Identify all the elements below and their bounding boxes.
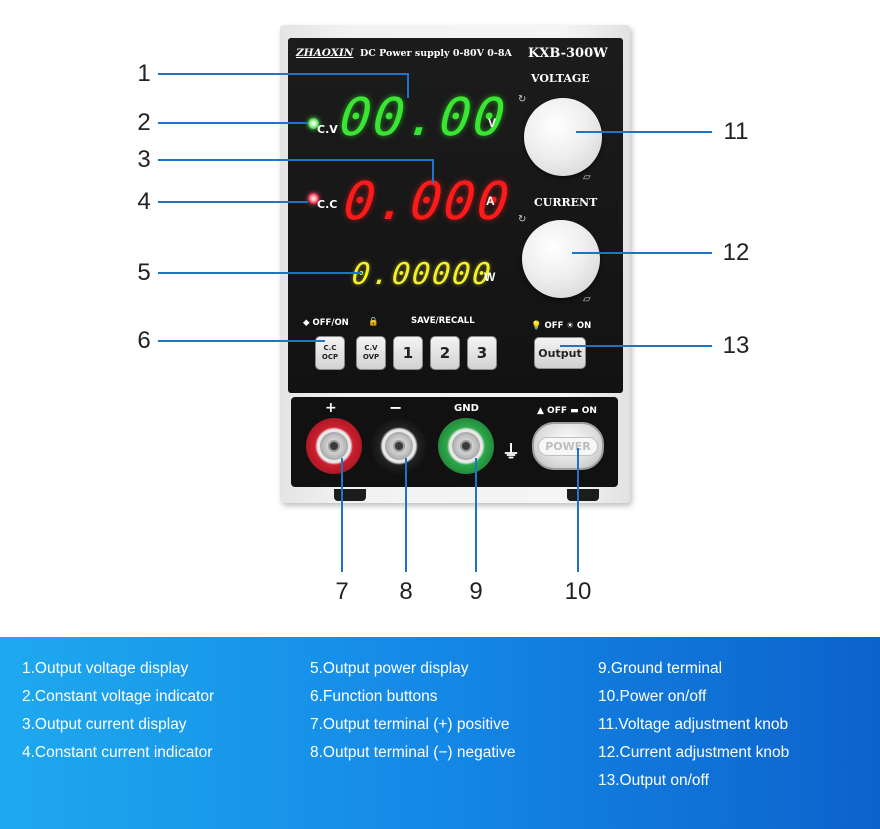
current-adjustment-knob[interactable]	[522, 220, 600, 298]
callout-8: 8	[399, 578, 413, 605]
legend-item: 10.Power on/off	[598, 688, 707, 705]
legend-item: 9.Ground terminal	[598, 660, 723, 677]
callout-12: 12	[722, 239, 750, 266]
positive-terminal[interactable]	[306, 418, 362, 474]
callout-11: 11	[723, 118, 749, 145]
current-knob-label: CURRENT	[534, 196, 598, 209]
callout-10: 10	[564, 578, 592, 605]
legend-item: 12.Current adjustment knob	[598, 744, 790, 761]
legend-item: 7.Output terminal (+) positive	[310, 716, 510, 733]
legend-item: 5.Output power display	[310, 660, 469, 677]
cc-button-top: C.C	[323, 344, 337, 352]
negative-terminal[interactable]	[371, 418, 427, 474]
cc-button-bottom: OCP	[321, 353, 339, 361]
memory-2-button[interactable]: 2	[430, 336, 460, 370]
model-name: KXB-300W	[528, 46, 608, 61]
legend-item: 1.Output voltage display	[22, 660, 189, 677]
power-button-label: POWER	[538, 436, 598, 456]
callout-4: 4	[137, 188, 151, 215]
callout-5: 5	[137, 259, 151, 286]
knob-fine-icon: ⏥	[583, 172, 591, 183]
callout-6: 6	[137, 327, 151, 354]
power-unit: W	[484, 270, 496, 284]
constant-voltage-indicator	[308, 118, 319, 129]
legend-item: 13.Output on/off	[598, 772, 709, 789]
voltage-knob-label: VOLTAGE	[531, 72, 590, 85]
negative-label: −	[389, 398, 403, 417]
legend-column-1: 1.Output voltage display 2.Constant volt…	[22, 655, 214, 767]
legend-item: 4.Constant current indicator	[22, 744, 213, 761]
ground-symbol-icon: ⏚	[502, 442, 520, 463]
current-unit: A	[486, 194, 495, 208]
cv-ovp-button[interactable]: C.V OVP	[356, 336, 386, 370]
cc-indicator-label: C.C	[317, 198, 338, 211]
legend-panel	[0, 637, 880, 829]
voltage-adjustment-knob[interactable]	[524, 98, 602, 176]
voltage-unit: V	[488, 116, 497, 130]
output-button[interactable]: Output	[534, 337, 586, 369]
ground-label: GND	[454, 403, 479, 414]
ground-terminal[interactable]	[438, 418, 494, 474]
callout-line-1	[158, 73, 409, 98]
callout-3: 3	[137, 146, 151, 173]
lock-icon: 🔒	[368, 317, 379, 327]
power-button[interactable]: POWER	[532, 422, 604, 470]
callout-2: 2	[137, 109, 151, 136]
save-recall-label: SAVE/RECALL	[411, 316, 475, 326]
knob-rotation-icon: ↻	[518, 214, 527, 225]
legend-item: 3.Output current display	[22, 716, 187, 733]
callout-1: 1	[137, 60, 151, 87]
front-panel	[288, 38, 623, 393]
legend-column-2: 5.Output power display 6.Function button…	[310, 655, 515, 767]
legend-item: 8.Output terminal (−) negative	[310, 744, 516, 761]
positive-label: +	[325, 400, 337, 416]
legend-item: 11.Voltage adjustment knob	[598, 716, 789, 733]
callout-7: 7	[335, 578, 349, 605]
constant-current-indicator	[308, 193, 319, 204]
legend-column-3: 9.Ground terminal 10.Power on/off 11.Vol…	[598, 655, 789, 795]
callout-13: 13	[722, 332, 750, 359]
knob-rotation-icon: ↻	[518, 94, 527, 105]
model-spec: DC Power supply 0-80V 0-8A	[360, 48, 512, 59]
legend-item: 2.Constant voltage indicator	[22, 688, 215, 705]
callout-9: 9	[469, 578, 483, 605]
power-off-on-label: ▲ OFF ▬ ON	[537, 406, 597, 416]
legend-item: 6.Function buttons	[310, 688, 438, 705]
knob-fine-icon: ⏥	[583, 294, 591, 305]
cv-button-top: C.V	[364, 344, 378, 352]
output-off-on-label: 💡 OFF ☀ ON	[531, 321, 592, 331]
cv-indicator-label: C.V	[317, 123, 338, 136]
device-foot-right	[567, 489, 599, 501]
memory-3-button[interactable]: 3	[467, 336, 497, 370]
cv-button-bottom: OVP	[362, 353, 380, 361]
callout-line-3	[158, 159, 434, 183]
brand-logo: ZHAOXIN	[296, 47, 354, 59]
off-on-label: ◆ OFF/ON	[303, 318, 349, 328]
memory-1-button[interactable]: 1	[393, 336, 423, 370]
